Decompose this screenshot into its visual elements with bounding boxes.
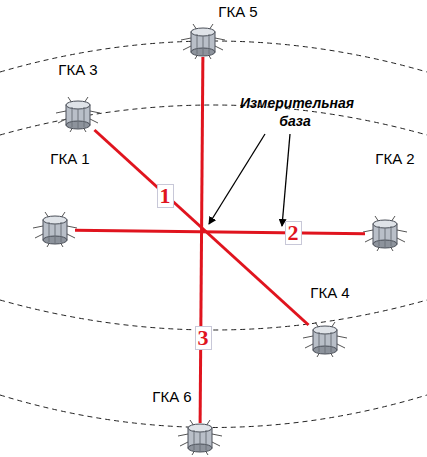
satellite-node — [365, 219, 405, 249]
satellite-label: ГКА 2 — [375, 150, 414, 167]
satellite-node — [305, 325, 345, 355]
orbit-arc — [0, 41, 427, 428]
satellite-label: ГКА 6 — [152, 388, 191, 405]
base-number: 1 — [157, 184, 174, 208]
satellite-node — [183, 27, 223, 57]
measurement-base-label: Измерительная база — [240, 94, 350, 130]
satellite-node — [35, 215, 75, 245]
base-number: 2 — [285, 221, 302, 245]
satellite-label: ГКА 1 — [50, 150, 89, 167]
base-number: 3 — [195, 326, 212, 350]
measurement-base-line — [200, 57, 203, 423]
satellite-node — [58, 100, 98, 130]
satellite-label: ГКА 4 — [310, 284, 349, 301]
satellite-icons — [33, 24, 407, 455]
satellite-label: ГКА 3 — [58, 61, 97, 78]
leader-arrow — [209, 134, 290, 226]
measurement-base-line — [75, 230, 365, 234]
satellite-label: ГКА 5 — [218, 3, 257, 20]
satellite-node — [180, 423, 220, 453]
